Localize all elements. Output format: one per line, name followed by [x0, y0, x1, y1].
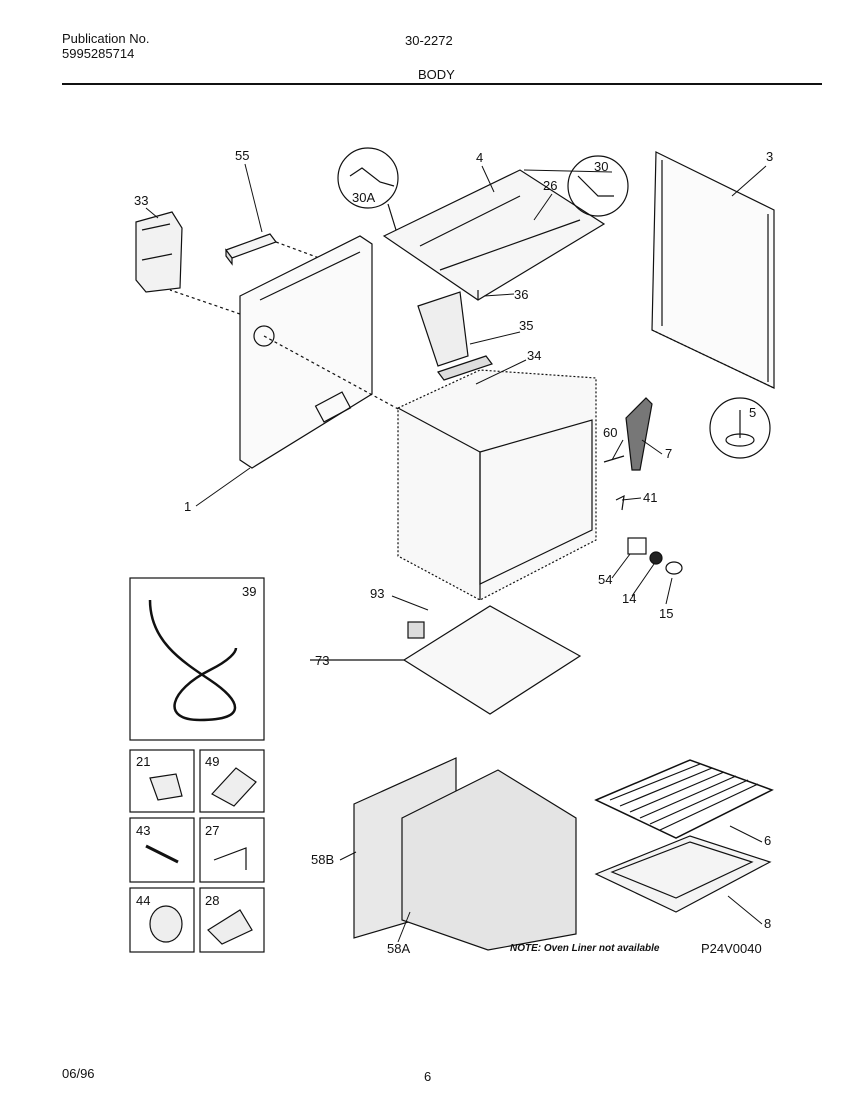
callout-labels: 33 55 4 30A 26 30 3 36 35 34 1 5 60 7 41… [134, 148, 773, 956]
small-parts-grid [129, 749, 265, 953]
callout-39: 39 [242, 584, 256, 599]
part-6-oven-rack [594, 759, 774, 839]
callout-28: 28 [205, 893, 219, 908]
part-36-duct [417, 291, 469, 367]
part-30a-detail [337, 147, 399, 231]
callout-5: 5 [749, 405, 756, 420]
callout-34: 34 [527, 348, 541, 363]
publication-label: Publication No. [62, 31, 150, 46]
part-30-detail [567, 155, 629, 217]
part-7-hinge [625, 397, 653, 471]
part-33-bracket [135, 211, 183, 293]
callout-15: 15 [659, 606, 673, 621]
oven-body [397, 369, 597, 601]
callout-41: 41 [643, 490, 657, 505]
callout-21: 21 [136, 754, 150, 769]
callout-3: 3 [766, 149, 773, 164]
callout-55: 55 [235, 148, 249, 163]
callout-4: 4 [476, 150, 483, 165]
callout-60: 60 [603, 425, 617, 440]
diagram-code: P24V0040 [701, 941, 762, 956]
callout-35: 35 [519, 318, 533, 333]
callout-36: 36 [514, 287, 528, 302]
callout-73: 73 [315, 653, 329, 668]
part-93-73-bottom-panel [310, 605, 582, 715]
callout-7: 7 [665, 446, 672, 461]
leader-lines [145, 163, 767, 943]
callout-49: 49 [205, 754, 219, 769]
callout-27: 27 [205, 823, 219, 838]
callout-44: 44 [136, 893, 150, 908]
callout-58b: 58B [311, 852, 334, 867]
part-5-leveling-leg [709, 397, 771, 459]
callout-43: 43 [136, 823, 150, 838]
header-rule [62, 83, 822, 85]
callout-6: 6 [764, 833, 771, 848]
callout-54: 54 [598, 572, 612, 587]
footer-page-number: 6 [424, 1069, 432, 1084]
section-title: BODY [418, 67, 455, 82]
liner-note: NOTE: Oven Liner not available [510, 943, 660, 954]
part-55-bar [225, 233, 331, 266]
callout-93: 93 [370, 586, 384, 601]
part-58-oven-liner [353, 757, 577, 951]
callout-1: 1 [184, 499, 191, 514]
callout-30: 30 [594, 159, 608, 174]
model-number: 30-2272 [405, 33, 453, 48]
part-60-41-small [603, 455, 625, 511]
part-8-broiler-pan [594, 835, 772, 913]
footer-date: 06/96 [62, 1066, 95, 1081]
callout-33: 33 [134, 193, 148, 208]
part-3-side-panel [651, 151, 775, 389]
callout-58a: 58A [387, 941, 410, 956]
part-39-power-cord [129, 577, 265, 741]
part-4-top-panel [382, 169, 606, 301]
callout-26: 26 [543, 178, 557, 193]
callout-8: 8 [764, 916, 771, 931]
part-1-back-panel [169, 235, 401, 469]
publication-number: 5995285714 [62, 46, 135, 61]
callout-30a: 30A [352, 190, 375, 205]
part-54-14-15 [627, 537, 683, 575]
